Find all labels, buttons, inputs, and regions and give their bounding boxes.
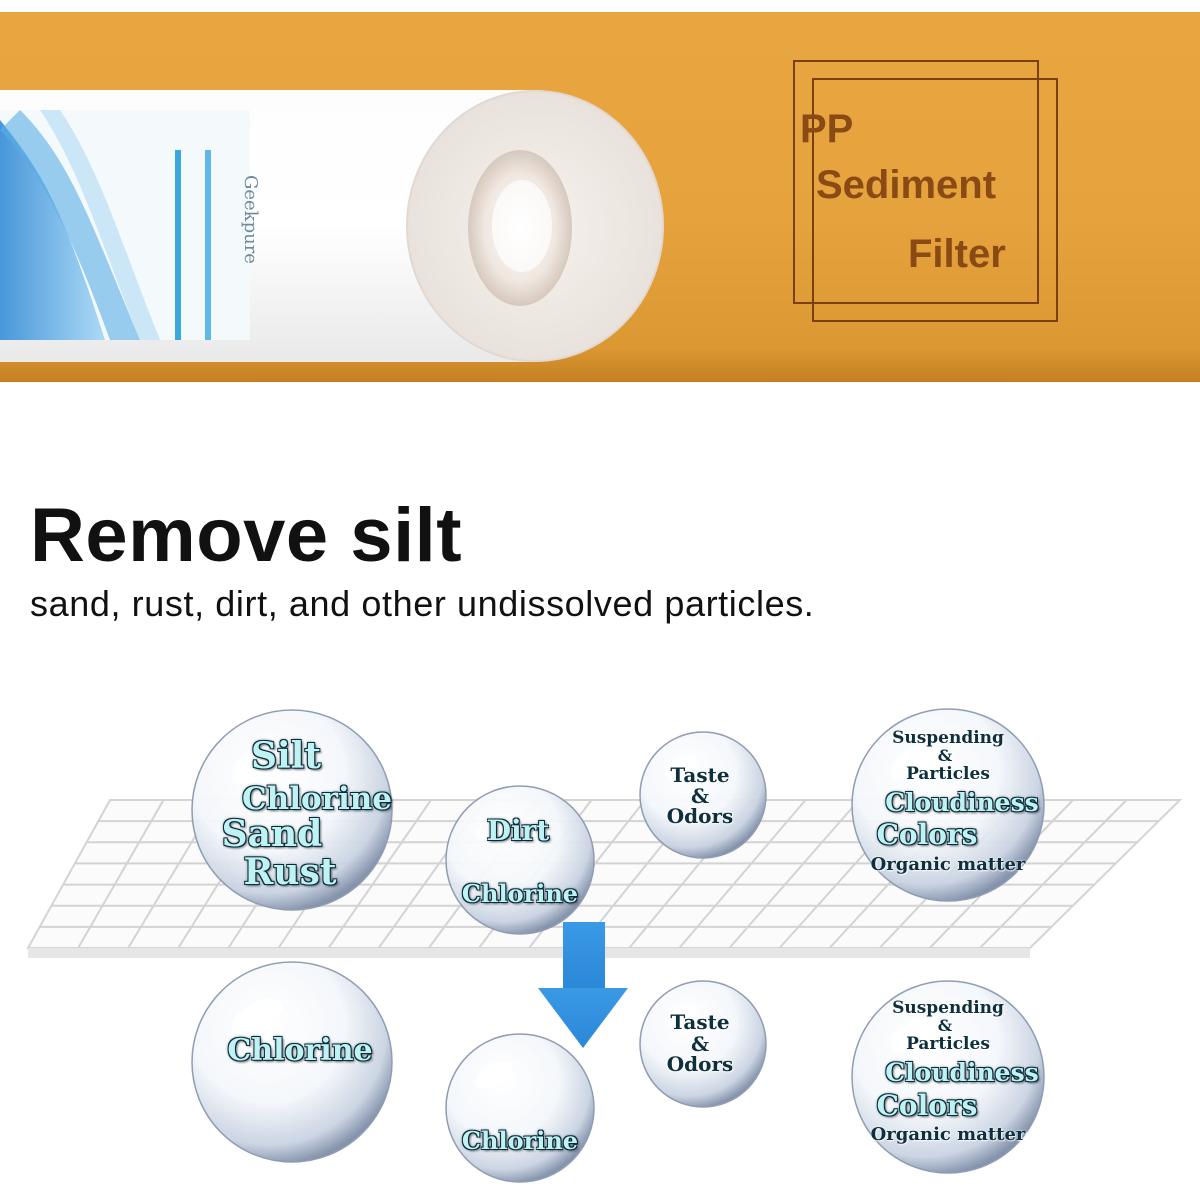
product-banner: Geekpure PP Sediment Filter: [0, 0, 1200, 385]
brand-label: Geekpure: [240, 175, 261, 264]
headline: Remove silt: [30, 493, 463, 578]
bubble-label-chlorine: Chlorine: [241, 781, 393, 817]
title-frame-outer: [793, 60, 1039, 304]
bubble-label-chlorine: Chlorine: [461, 879, 579, 908]
filtration-arrow-icon: [538, 922, 628, 1048]
mesh-column-line: [979, 799, 1128, 949]
bubble-label-cloudiness: Cloudiness: [885, 1058, 1039, 1087]
mesh-column-line: [678, 799, 807, 949]
bubble-label-organic-matter: Organic matter: [870, 1124, 1026, 1145]
bubble-label-odors: Odors: [666, 804, 734, 828]
bubble-highlight: [890, 1016, 939, 1052]
title-line-pp: PP: [800, 107, 854, 151]
diagram-graphics: [26, 708, 1183, 1183]
bubble-label-organic-matter: Organic matter: [870, 854, 1026, 875]
bubble-label-odors: Odors: [666, 1052, 734, 1076]
bubble-highlight: [665, 1003, 697, 1028]
filtration-diagram: Silt Chlorine Sand Rust Dirt Chlorine Ta…: [0, 700, 1200, 1200]
bubble-label-chlorine: Chlorine: [227, 1033, 373, 1068]
title-line-sediment: Sediment: [816, 163, 997, 207]
bubble-medium-after-shell: [445, 1033, 595, 1183]
bubble-label-cloudiness: Cloudiness: [885, 788, 1039, 817]
bubble-label-colors: Colors: [876, 818, 978, 851]
mesh-column-line: [77, 799, 165, 949]
bubble-label-silt: Silt: [251, 735, 321, 777]
mesh-column-line: [728, 799, 860, 949]
bubble-medium-before-shell: [445, 785, 595, 935]
bubble-label-particles: Particles: [906, 764, 990, 784]
title-line-filter: Filter: [908, 232, 1006, 276]
bubble-label-and: &: [690, 784, 710, 808]
bubble-label-and: &: [937, 1016, 953, 1035]
bubble-label-and: &: [690, 1032, 710, 1056]
bubble-label-dirt: Dirt: [486, 814, 550, 847]
bubble-label-rust: Rust: [243, 851, 337, 893]
bubble-label-taste: Taste: [670, 1010, 730, 1034]
bubble-label-and: &: [937, 746, 953, 765]
bubble-highlight: [475, 1060, 513, 1089]
title-frame-inner: [812, 78, 1058, 322]
bubble-highlight: [231, 746, 283, 784]
bubble-highlight: [890, 744, 939, 780]
bubble-label-suspending: Suspending: [892, 998, 1004, 1018]
filter-cartridge-image: Geekpure: [0, 90, 664, 362]
bubble-label-colors: Colors: [876, 1089, 978, 1122]
bubble-label-sand: Sand: [221, 813, 323, 855]
mesh-column-line: [327, 799, 432, 949]
bubble-highlight: [231, 998, 283, 1036]
bubble-label-particles: Particles: [906, 1034, 990, 1054]
bubble-label-taste: Taste: [670, 763, 730, 787]
bubble-highlight: [475, 812, 513, 841]
bubble-label-chlorine: Chlorine: [461, 1126, 579, 1155]
bubble-label-suspending: Suspending: [892, 728, 1004, 748]
subheadline: sand, rust, dirt, and other undissolved …: [30, 583, 815, 624]
cartridge-label: Geekpure: [0, 110, 261, 340]
bubble-highlight: [665, 754, 697, 779]
